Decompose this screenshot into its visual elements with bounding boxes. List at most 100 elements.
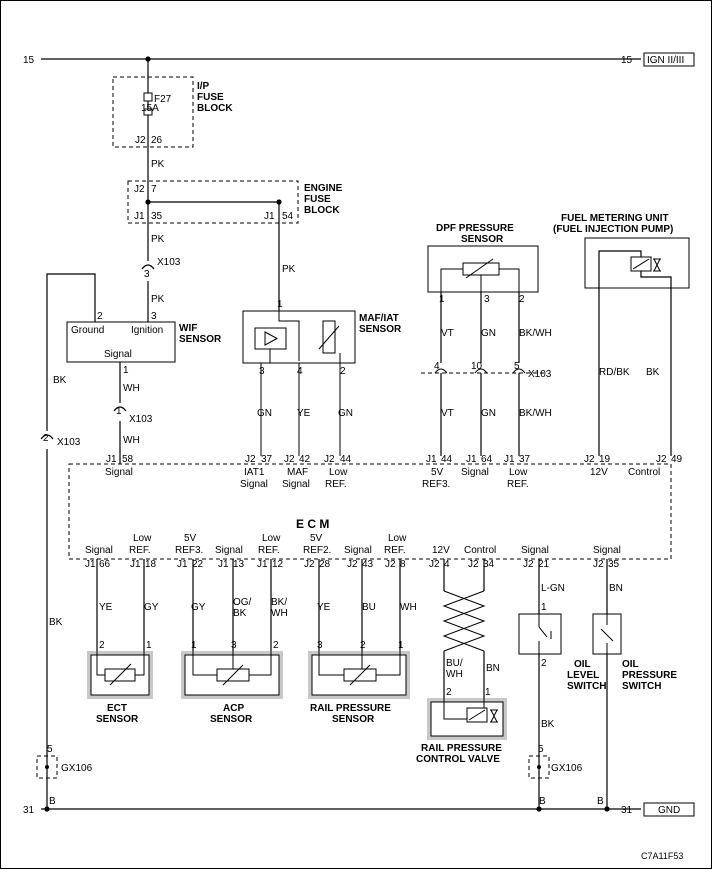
svg-text:4: 4 [434,361,440,372]
svg-text:B: B [597,796,604,807]
svg-text:REF.: REF. [129,545,151,556]
svg-text:Low: Low [262,533,281,544]
svg-text:GY: GY [191,602,206,613]
svg-text:GN: GN [338,408,353,419]
wire-pk: PK [151,159,165,170]
svg-text:PRESSURE: PRESSURE [622,670,677,681]
svg-text:49: 49 [671,454,683,465]
svg-text:FUSE: FUSE [304,194,331,205]
svg-text:35: 35 [608,559,620,570]
svg-text:REF.: REF. [384,545,406,556]
svg-text:GN: GN [481,408,496,419]
svg-text:J2: J2 [429,559,440,570]
svg-text:5: 5 [538,744,544,755]
svg-text:J2: J2 [656,454,667,465]
svg-text:2: 2 [541,658,547,669]
connector-x103 [141,264,155,270]
svg-text:B: B [539,796,546,807]
svg-text:3: 3 [259,366,265,377]
svg-text:YE: YE [99,602,113,613]
svg-text:28: 28 [319,559,331,570]
svg-text:1: 1 [116,406,122,417]
svg-text:WH: WH [123,383,140,394]
twisted-pair-icon [442,590,486,652]
svg-text:WH: WH [271,608,288,619]
svg-text:3: 3 [484,294,490,305]
svg-text:Signal: Signal [282,479,310,490]
svg-text:B: B [49,796,56,807]
svg-text:Ignition: Ignition [131,325,163,336]
svg-text:WH: WH [123,435,140,446]
svg-text:2: 2 [340,366,346,377]
svg-text:4: 4 [297,366,303,377]
svg-text:SENSOR: SENSOR [179,334,222,345]
wif-sensor-name: WIF [179,323,197,334]
svg-text:2: 2 [360,640,366,651]
svg-text:BK: BK [541,719,555,730]
svg-text:54: 54 [282,211,294,222]
svg-text:3: 3 [317,640,323,651]
svg-text:Low: Low [329,467,348,478]
svg-text:(FUEL INJECTION PUMP): (FUEL INJECTION PUMP) [553,224,673,235]
svg-text:SENSOR: SENSOR [332,714,375,725]
svg-text:44: 44 [441,454,453,465]
svg-text:3: 3 [144,269,150,280]
svg-text:58: 58 [122,454,134,465]
svg-text:SENSOR: SENSOR [210,714,253,725]
svg-text:22: 22 [192,559,204,570]
fuse-id: F27 [154,94,172,105]
svg-text:3: 3 [231,640,237,651]
acp-sensor-name: ACP [223,703,244,714]
ground-label-left: 31 [23,805,35,816]
svg-text:REF2.: REF2. [303,545,331,556]
svg-text:5: 5 [47,744,53,755]
svg-text:SWITCH: SWITCH [622,681,661,692]
svg-text:Signal: Signal [593,545,621,556]
fuse-rating: 15A [141,103,159,114]
ground-label-right: 31 [621,805,633,816]
fuel-unit-name: FUEL METERING UNIT [561,213,669,224]
svg-text:Signal: Signal [461,467,489,478]
svg-text:12V: 12V [590,467,608,478]
svg-text:J2: J2 [284,454,295,465]
svg-text:WH: WH [446,669,463,680]
svg-text:2: 2 [99,640,105,651]
svg-text:J2: J2 [593,559,604,570]
svg-text:Control: Control [464,545,496,556]
svg-text:2: 2 [43,433,49,444]
svg-text:BK: BK [233,608,247,619]
ecm-title: E C M [296,517,329,531]
svg-text:BK/WH: BK/WH [519,408,552,419]
svg-text:J1: J1 [264,211,275,222]
svg-text:BK/WH: BK/WH [519,328,552,339]
svg-text:BN: BN [486,663,500,674]
svg-text:37: 37 [261,454,273,465]
svg-text:BN: BN [609,583,623,594]
svg-text:J1: J1 [218,559,229,570]
rail-valve-name: RAIL PRESSURE [421,743,502,754]
svg-text:YE: YE [317,602,331,613]
svg-text:J1: J1 [130,559,141,570]
svg-text:Control: Control [628,467,660,478]
svg-text:BK/: BK/ [271,597,287,608]
svg-text:BLOCK: BLOCK [197,103,233,114]
svg-text:SENSOR: SENSOR [359,324,402,335]
ign-tag-box [643,52,695,67]
svg-text:Signal: Signal [105,467,133,478]
svg-text:GY: GY [144,602,159,613]
svg-text:WH: WH [400,602,417,613]
svg-text:Signal: Signal [85,545,113,556]
svg-text:35: 35 [151,211,163,222]
svg-text:X103: X103 [157,257,181,268]
svg-text:4: 4 [444,559,450,570]
svg-text:Signal: Signal [521,545,549,556]
svg-text:J2: J2 [347,559,358,570]
svg-text:1: 1 [485,687,491,698]
svg-text:10: 10 [471,361,483,372]
fuse-icon [143,92,153,102]
svg-text:J2: J2 [135,135,146,146]
svg-text:19: 19 [599,454,611,465]
svg-text:Signal: Signal [240,479,268,490]
gnd-tag-box [643,802,695,817]
